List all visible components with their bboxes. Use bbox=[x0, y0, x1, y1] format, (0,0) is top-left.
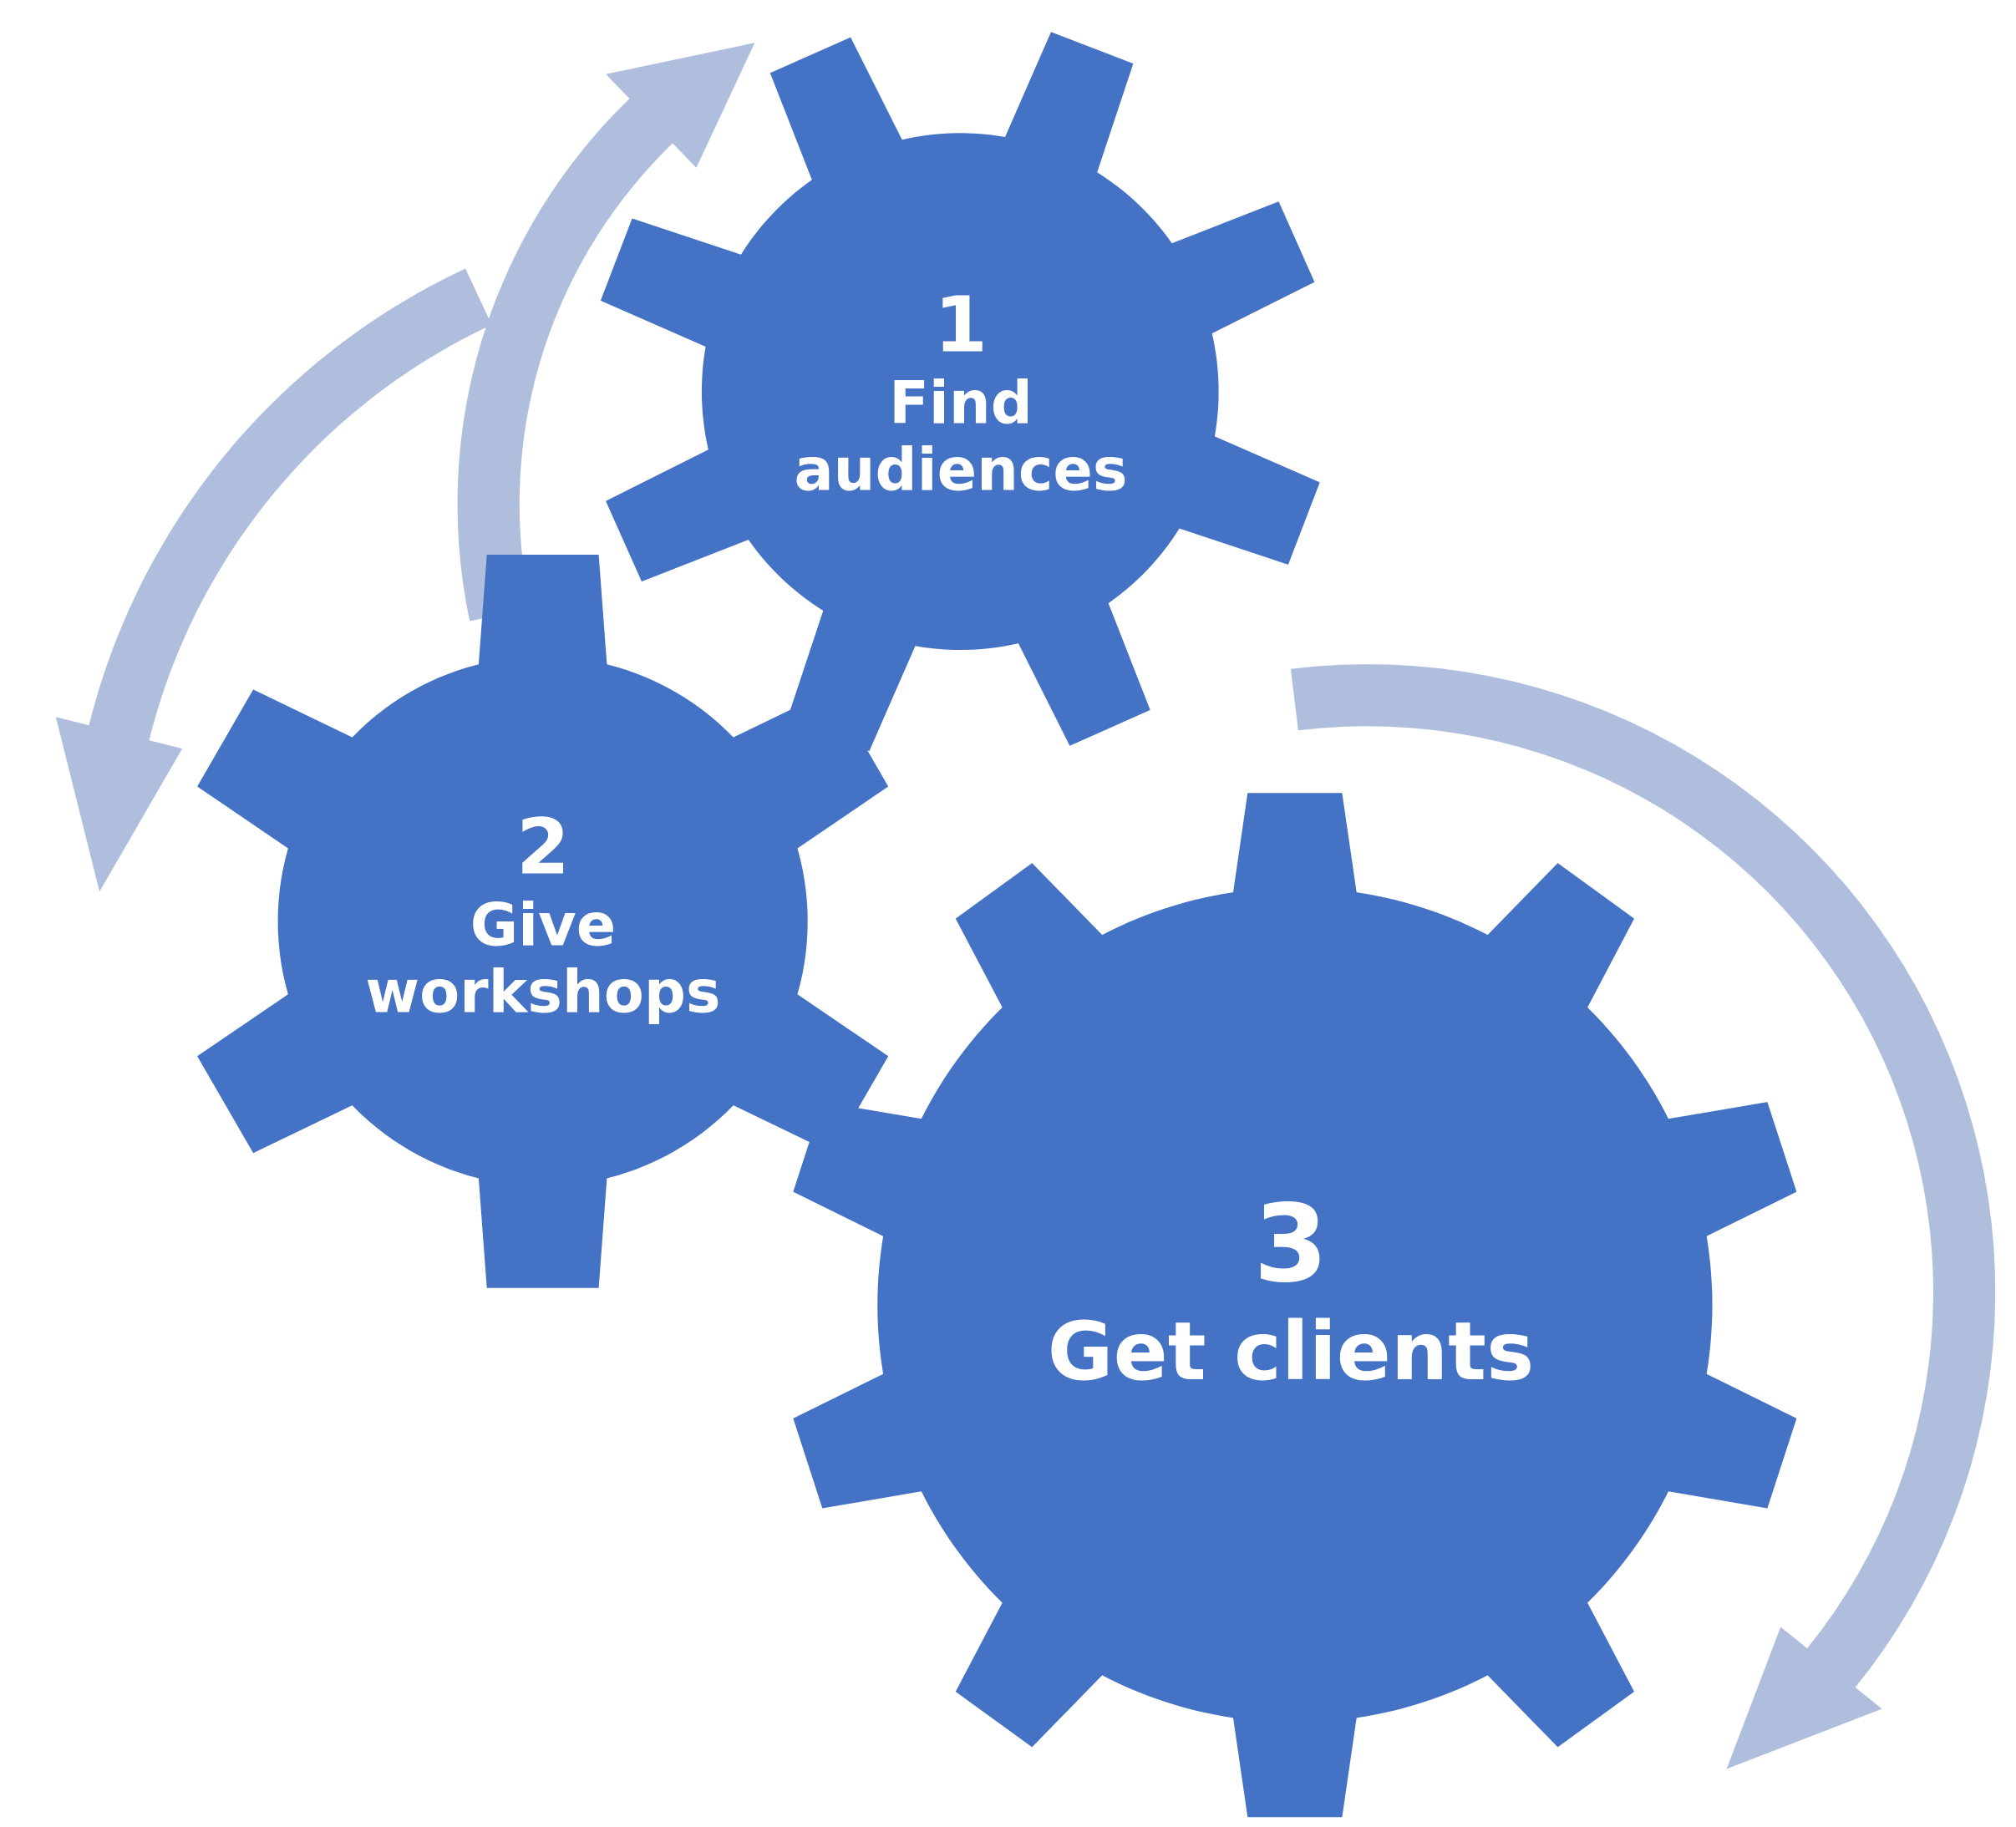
arrow-to-step-3 bbox=[1290, 664, 1996, 1769]
step-3-line1: Get clients bbox=[1047, 1305, 1535, 1399]
gear-3 bbox=[793, 793, 1797, 1818]
step-2-line2: workshops bbox=[365, 957, 721, 1027]
step-1-line1: Find bbox=[889, 368, 1033, 438]
step-2-number: 2 bbox=[515, 802, 571, 892]
arrow-to-step-2 bbox=[55, 268, 492, 892]
step-2-line1: Give bbox=[470, 891, 617, 960]
step-3-number: 3 bbox=[1253, 1182, 1328, 1307]
step-1-label: 1 Find audiences bbox=[794, 280, 1128, 505]
step-2-label: 2 Give workshops bbox=[365, 802, 721, 1027]
step-3-label: 3 Get clients bbox=[1048, 1183, 1534, 1398]
gear-2 bbox=[197, 555, 889, 1288]
gear-1 bbox=[600, 32, 1320, 752]
step-1-line2: audiences bbox=[794, 435, 1128, 505]
step-1-number: 1 bbox=[933, 280, 988, 370]
